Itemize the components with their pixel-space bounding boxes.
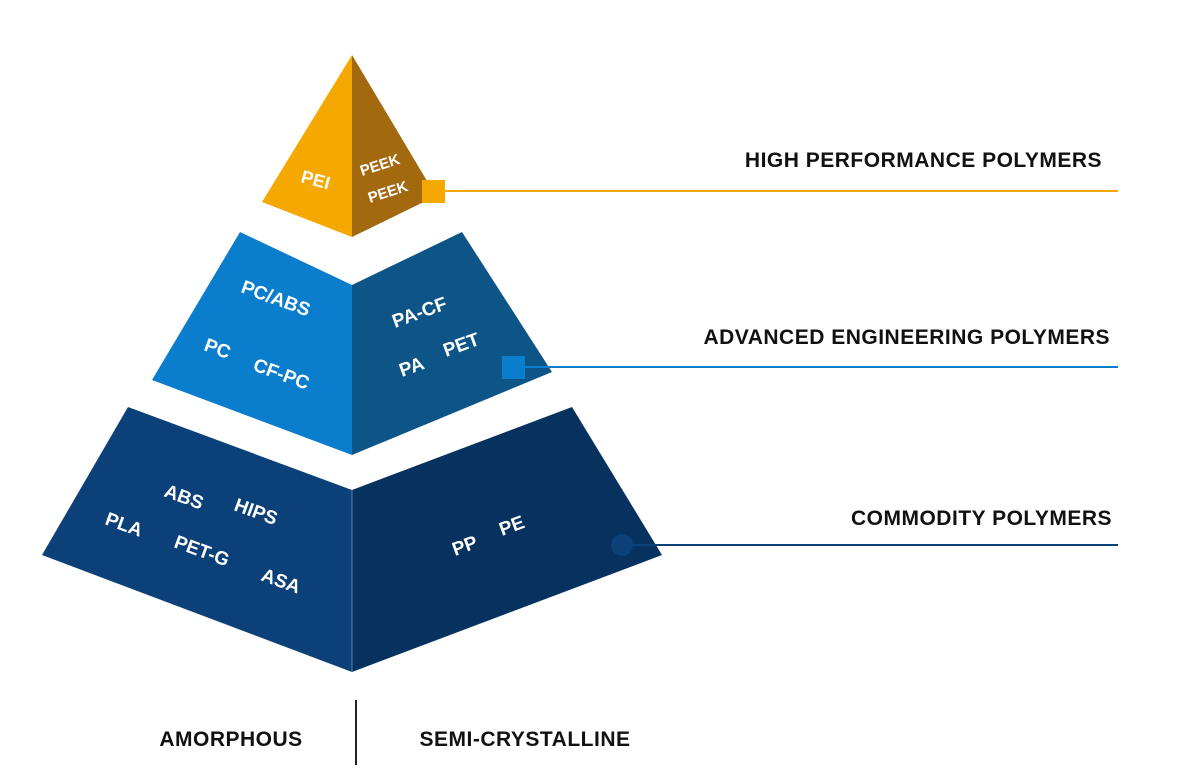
footer-amorphous: AMORPHOUS	[159, 728, 302, 751]
tier-label-advanced: ADVANCED ENGINEERING POLYMERS	[703, 326, 1110, 349]
footer-semi-crystalline: SEMI-CRYSTALLINE	[420, 728, 631, 751]
high-connector-square	[422, 180, 445, 203]
commodity-amorphous-face	[42, 407, 352, 672]
footer-axis: AMORPHOUS SEMI-CRYSTALLINE	[159, 700, 630, 765]
high-amorphous-face	[262, 55, 352, 237]
tier-label-high: HIGH PERFORMANCE POLYMERS	[745, 149, 1102, 172]
tier-label-commodity: COMMODITY POLYMERS	[851, 507, 1112, 530]
advanced-amorphous-face	[152, 232, 352, 455]
tier-commodity: ABS HIPS PLA PET-G ASA PP PE COMMODITY P…	[42, 407, 1118, 672]
advanced-connector-square	[502, 356, 525, 379]
advanced-semicrystalline-face	[352, 232, 552, 455]
commodity-semicrystalline-face	[352, 407, 662, 672]
high-semicrystalline-face	[352, 55, 436, 237]
tier-advanced: PC/ABS PC CF-PC PA-CF PA PET ADVANCED EN…	[152, 232, 1118, 455]
commodity-connector-dot	[611, 534, 633, 556]
tier-high: PEI PEEK PEEK HIGH PERFORMANCE POLYMERS	[262, 55, 1118, 237]
